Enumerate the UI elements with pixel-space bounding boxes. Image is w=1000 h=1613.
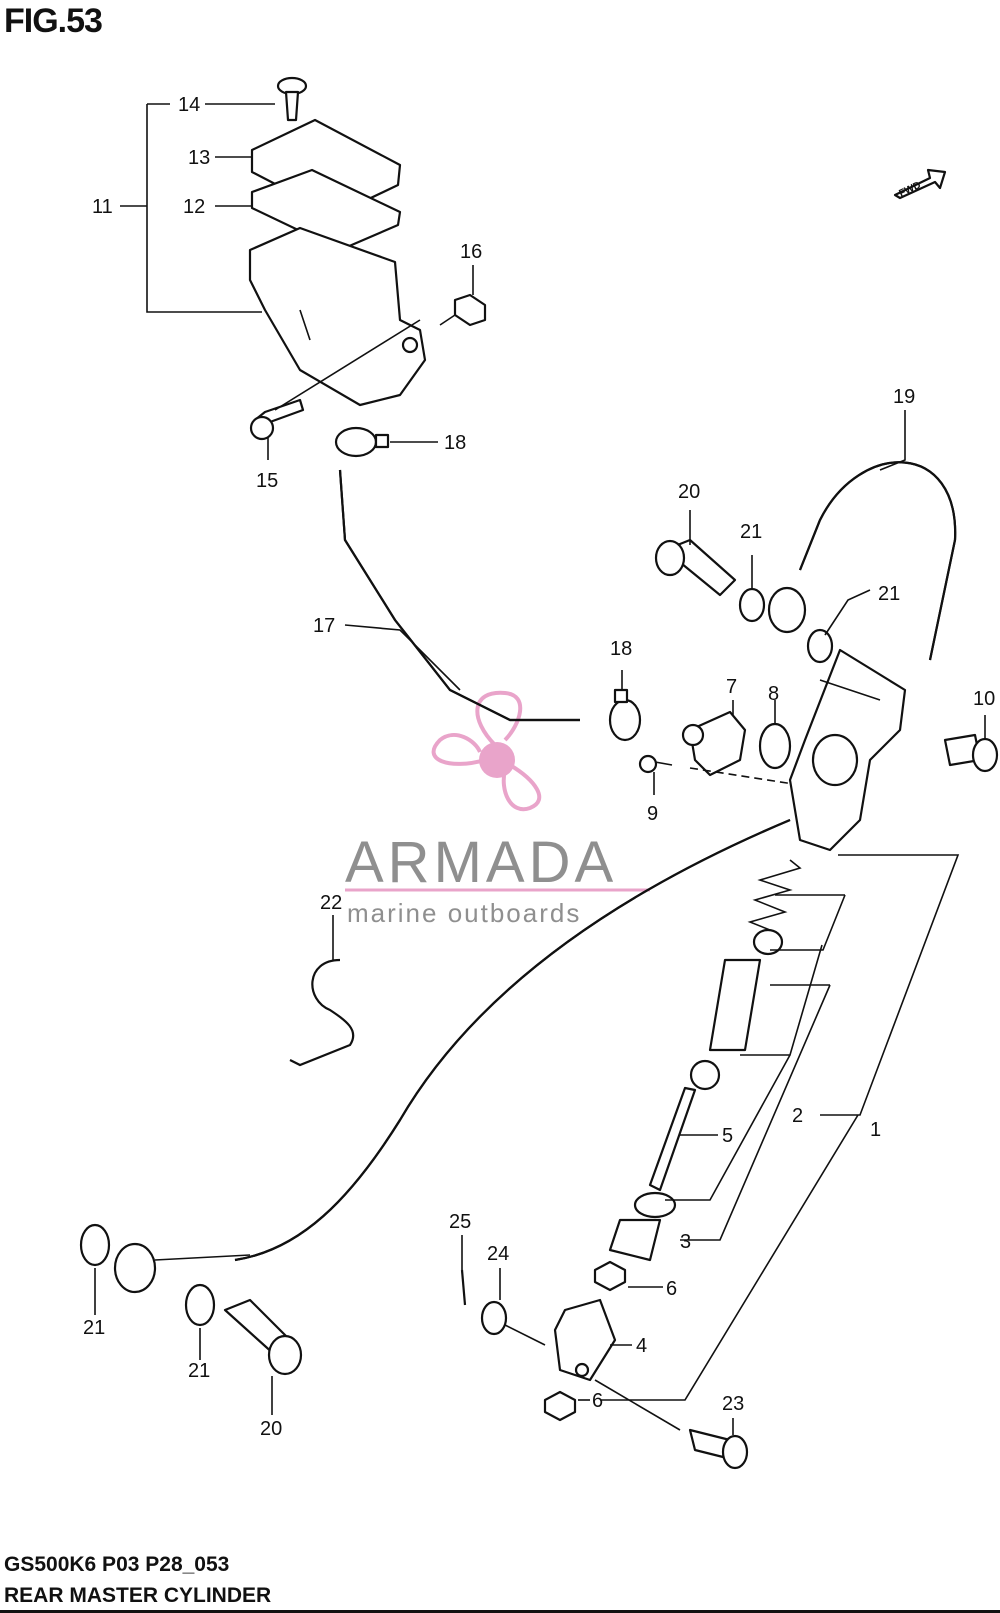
banjo-union-upper bbox=[767, 586, 807, 634]
callout-7: 7 bbox=[726, 676, 737, 698]
master-cylinder-body bbox=[788, 648, 907, 852]
callout-21-lower-1: 21 bbox=[83, 1317, 105, 1339]
callout-5: 5 bbox=[722, 1125, 733, 1147]
washer bbox=[480, 1300, 508, 1336]
callout-8: 8 bbox=[768, 683, 779, 705]
callout-18-lower: 18 bbox=[610, 638, 632, 660]
callout-18-upper: 18 bbox=[444, 432, 466, 454]
reservoir-diaphragm bbox=[250, 168, 402, 252]
washer-upper-2 bbox=[806, 628, 834, 664]
hex-nut bbox=[453, 293, 487, 327]
brake-hose-upper bbox=[798, 461, 957, 661]
callout-22: 22 bbox=[320, 892, 342, 914]
watermark-brand: ARMADA bbox=[345, 830, 617, 895]
callout-1: 1 bbox=[870, 1119, 881, 1141]
reservoir-body bbox=[248, 226, 427, 407]
callout-17: 17 bbox=[313, 615, 335, 637]
callout-24: 24 bbox=[487, 1243, 509, 1265]
cotter-pin bbox=[460, 1269, 467, 1306]
push-rod bbox=[648, 1059, 721, 1192]
callout-6-upper: 6 bbox=[666, 1278, 677, 1300]
callout-21-lower-2: 21 bbox=[188, 1360, 210, 1382]
leader-lines bbox=[94, 103, 986, 1435]
fitting-screw bbox=[638, 754, 673, 774]
hose-fitting bbox=[681, 710, 747, 777]
callout-20-upper: 20 bbox=[678, 481, 700, 503]
o-ring bbox=[758, 722, 792, 770]
washer-lower-2 bbox=[184, 1283, 216, 1327]
callout-4: 4 bbox=[636, 1335, 647, 1357]
callout-13: 13 bbox=[188, 147, 210, 169]
reservoir-bolt bbox=[249, 398, 305, 441]
callout-10: 10 bbox=[973, 688, 995, 710]
washer-upper-1 bbox=[738, 587, 766, 623]
hose-clamp-upper bbox=[334, 426, 390, 458]
callout-3: 3 bbox=[680, 1231, 691, 1253]
callout-15: 15 bbox=[256, 470, 278, 492]
figure-title: FIG.53 bbox=[4, 2, 103, 40]
clevis-pin bbox=[688, 1428, 749, 1470]
callout-2: 2 bbox=[792, 1105, 803, 1127]
lock-nut-lower bbox=[543, 1390, 577, 1422]
piston bbox=[708, 958, 762, 1052]
watermark: ARMADA marine outboards bbox=[345, 690, 650, 928]
banjo-union-lower bbox=[113, 1242, 251, 1294]
callout-14: 14 bbox=[178, 94, 200, 116]
callout-9: 9 bbox=[647, 803, 658, 825]
callout-19: 19 bbox=[893, 386, 915, 408]
callout-20-lower: 20 bbox=[260, 1418, 282, 1440]
propeller-logo-icon bbox=[431, 690, 542, 812]
union-bolt-lower bbox=[223, 1298, 303, 1376]
reservoir-cap-screw bbox=[276, 76, 308, 122]
primary-cup bbox=[752, 928, 784, 956]
callout-6-lower: 6 bbox=[592, 1390, 603, 1412]
brake-hose-lower bbox=[234, 818, 791, 1262]
fwd-label: FWD bbox=[897, 180, 922, 200]
hose-clamp-lower bbox=[608, 688, 642, 742]
callout-12: 12 bbox=[183, 196, 205, 218]
piston-spring bbox=[747, 859, 802, 933]
rod-boot-ring bbox=[633, 1191, 677, 1219]
callout-11: 11 bbox=[92, 196, 113, 218]
reservoir-cap bbox=[250, 118, 402, 217]
watermark-tagline: marine outboards bbox=[347, 898, 581, 928]
callout-25: 25 bbox=[449, 1211, 471, 1233]
fwd-arrow-icon: FWD bbox=[893, 168, 947, 200]
callout-23: 23 bbox=[722, 1393, 744, 1415]
washer-lower-1 bbox=[79, 1223, 111, 1267]
union-bolt-upper bbox=[654, 538, 737, 597]
footer-rule bbox=[0, 1610, 1000, 1613]
footer-model-code: GS500K6 P03 P28_053 bbox=[4, 1553, 230, 1576]
callouts: 14 13 11 12 16 15 18 19 20 21 21 17 18 7… bbox=[83, 94, 995, 1440]
callout-21-upper-2: 21 bbox=[878, 583, 900, 605]
mounting-bolt bbox=[943, 733, 999, 773]
circlip bbox=[289, 958, 355, 1067]
callout-16: 16 bbox=[460, 241, 482, 263]
reservoir-hose bbox=[338, 469, 580, 722]
callout-21-upper-1: 21 bbox=[740, 521, 762, 543]
footer-part-name: REAR MASTER CYLINDER bbox=[4, 1584, 272, 1607]
clevis bbox=[553, 1298, 617, 1382]
rod-boot bbox=[608, 1218, 662, 1262]
lock-nut-upper bbox=[593, 1260, 627, 1292]
